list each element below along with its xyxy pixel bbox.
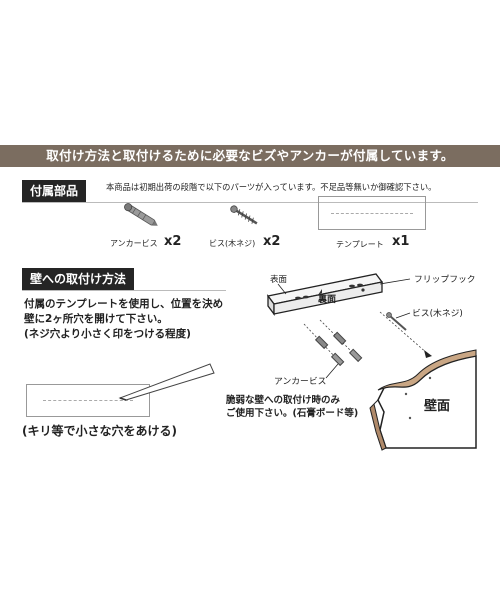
instruction-line-1: 付属のテンプレートを使用し、位置を決め	[24, 298, 224, 310]
warning-line-1: 脆弱な壁への取付け時のみ	[226, 395, 341, 406]
template-icon	[318, 196, 426, 230]
method-divider	[22, 290, 226, 291]
label-front: 表面	[270, 274, 288, 285]
instruction-line-2: 壁に2ヶ所穴を開けて下さい。	[24, 313, 168, 325]
parts-section-label: 付属部品	[22, 180, 87, 202]
method-caption: (キリ等で小さな穴をあける)	[22, 424, 177, 438]
wood-screws	[379, 311, 429, 355]
part-qty-anchor-screw: x2	[164, 234, 182, 249]
wall-panel	[369, 349, 477, 451]
part-qty-template: x1	[392, 234, 410, 249]
template-sheet-dash-line	[43, 400, 133, 401]
flip-hook-board	[266, 273, 384, 316]
hook-install-diagram: 表面 裏面 フリップフック ビス(木ネジ) 壁面 アンカービス	[266, 273, 477, 451]
label-back: 裏面	[317, 293, 336, 305]
template-sheet	[26, 384, 150, 417]
part-name-anchor-screw: アンカービス	[110, 239, 158, 248]
method-section-label: 壁への取付け方法	[22, 268, 135, 290]
label-flip-hook: フリップフック	[414, 274, 476, 285]
template-dash-line	[331, 213, 413, 214]
part-qty-wood-screw: x2	[263, 234, 281, 249]
label-anchor-screw: アンカービス	[274, 376, 326, 387]
anchor-screw-icon	[124, 203, 158, 226]
title-banner: 取付け方法と取付けるために必要なビズやアンカーが付属しています。	[0, 145, 500, 167]
parts-note: 本商品は初期出荷の段階で以下のパーツが入っています。不足品等無いか御確認下さい。	[106, 182, 437, 192]
part-name-template: テンプレート	[336, 240, 384, 249]
awl-icon	[118, 363, 215, 401]
label-wall: 壁面	[424, 398, 450, 414]
warning-line-2: ご使用下さい。(石膏ボード等)	[226, 408, 359, 419]
instruction-line-3: (ネジ穴より小さく印をつける程度)	[24, 328, 191, 340]
part-name-wood-screw: ビス(木ネジ)	[209, 239, 256, 248]
wood-screw-icon	[230, 205, 258, 225]
anchor-screws	[303, 319, 363, 367]
parts-divider	[22, 202, 478, 203]
label-wood-screw: ビス(木ネジ)	[412, 307, 463, 319]
